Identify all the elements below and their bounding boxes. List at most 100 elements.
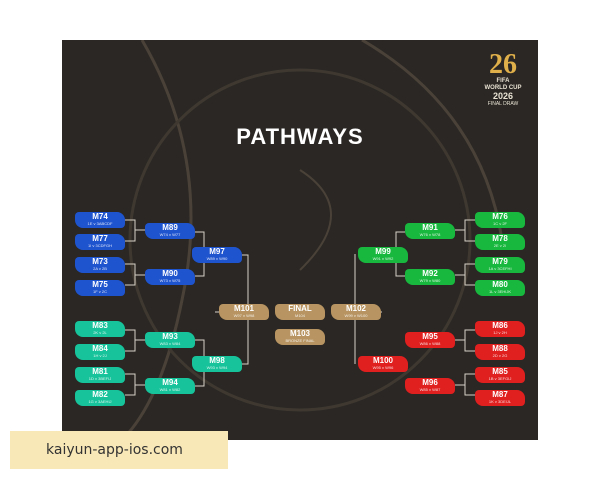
match-code: M92 [422,269,438,278]
match-pairing: W83 v W84 [159,341,181,346]
match-code: M79 [492,257,508,266]
match-code: M98 [209,356,225,365]
watermark-banner: kaiyun-app-ios.com [10,431,228,469]
match-code: M86 [492,321,508,330]
match-code: M89 [162,223,178,232]
match-pairing: W79 v W80 [419,278,441,283]
match-pairing: W73 v W75 [159,278,181,283]
logo-year: 2026 [492,91,514,101]
match-code: M83 [92,321,108,330]
match-code: M100 [372,356,393,365]
logo-fifa: FIFA [496,78,510,84]
match-code: M102 [345,304,366,313]
match-pairing: W85 v W87 [419,387,441,392]
match-code: M90 [162,269,178,278]
match-pairing: W74 v W77 [159,232,181,237]
match-pairing: 1G v 3AEHIJ [88,399,112,404]
match-code: M82 [92,390,108,399]
match-code: M94 [162,378,178,387]
match-pairing: W81 v W82 [159,387,181,392]
match-code: M78 [492,234,508,243]
match-pairing: 1H v 2J [93,353,107,358]
match-pairing: W86 v W88 [419,341,441,346]
match-pairing: W76 v W78 [419,232,441,237]
match-pairing: 2K v 2L [93,330,107,335]
match-code: M84 [92,344,108,353]
match-pairing: M104 [294,313,305,318]
match-pairing: BRONZE FINAL [285,338,315,343]
bracket-connectors [125,219,475,396]
match-code: M101 [233,304,254,313]
match-code: M88 [492,344,508,353]
match-code: M103 [289,329,310,338]
match-code: M74 [92,212,108,221]
match-pairing: 2A v 2B [93,266,107,271]
match-code: M81 [92,367,108,376]
match-code: M85 [492,367,508,376]
match-pairing: 1A v 3CEFHI [488,266,512,271]
match-code: M91 [422,223,438,232]
match-code: M76 [492,212,508,221]
match-pairing: 1F v 2C [92,289,107,294]
match-pairing: 1K v 3DEIJL [488,399,512,404]
match-pairing: W91 v W92 [372,256,394,261]
match-pairing: 1D v 3BEFIJ [88,376,112,381]
match-pairing: 2D v 2G [492,353,508,358]
world-cup-logo: 26 FIFA WORLD CUP 2026 FINAL DRAW [478,51,528,108]
match-code: M77 [92,234,108,243]
match-pairing: 1C v 2F [492,221,507,226]
match-pairing: W89 v W90 [206,256,228,261]
match-code: M97 [209,247,225,256]
match-code: M73 [92,257,108,266]
bracket-poster: 26 FIFA WORLD CUP 2026 FINAL DRAW PATHWA… [62,40,538,440]
logo-final-draw: FINAL DRAW [487,101,519,107]
match-pairing: W97 v W98 [233,313,255,318]
match-code: M87 [492,390,508,399]
match-code: FINAL [288,304,312,313]
match-code: M80 [492,280,508,289]
match-pairing: 1L v 3EHIJK [488,289,512,294]
logo-world-cup: WORLD CUP [484,85,522,91]
match-pairing: 1E v 3ABCDF [87,221,113,226]
match-code: M99 [375,247,391,256]
match-code: M96 [422,378,438,387]
match-pairing: W95 v W96 [372,365,394,370]
match-pairing: 1B v 3EFGIJ [488,376,512,381]
match-code: M75 [92,280,108,289]
match-pairing: W93 v W94 [206,365,228,370]
match-code: M93 [162,332,178,341]
match-pairing: 1I v 3CDFGH [87,243,112,248]
